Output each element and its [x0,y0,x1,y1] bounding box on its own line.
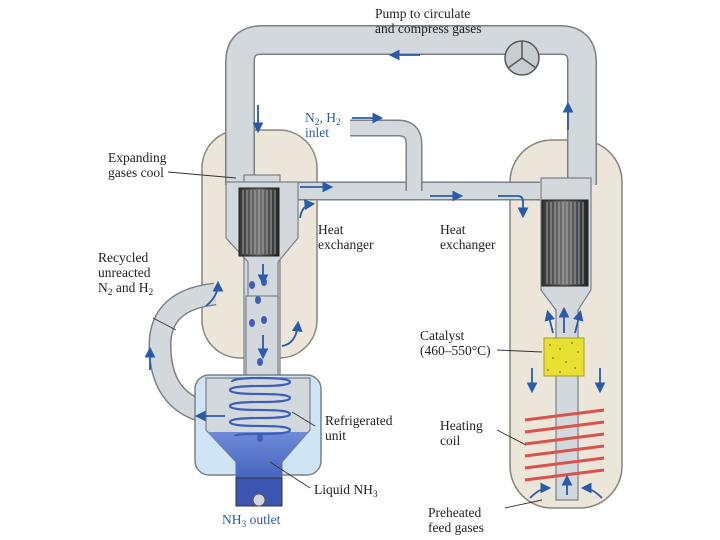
inlet-label: N2, H2 inlet [305,110,341,140]
label-leader-lines [152,171,543,509]
left-heat-exchanger [238,187,280,257]
preheated-feed-label: Preheated feed gases [428,505,484,535]
pump-label: Pump to circulate and compress gases [375,6,482,36]
heating-coil-label: Heating coil [440,418,483,448]
catalyst-bed [543,337,585,377]
expanding-gases-label: Expanding gases cool [108,150,167,180]
condensate-droplets [249,278,267,442]
catalyst-label: Catalyst (460–550°C) [420,328,491,358]
top-circulation-pipe [225,25,597,185]
heat-exchanger-left-label: Heat exchanger [318,222,374,252]
flow-arrows [144,49,606,499]
recycle-pipe [148,282,217,424]
liquid-ammonia-label: Liquid NH3 [314,482,378,500]
ammonia-outlet-label: NH3 outlet [222,512,281,530]
recycled-gases-label: Recycled unreacted N2 and H2 [98,250,154,298]
inlet-pipe [350,119,423,191]
heat-exchanger-right-label: Heat exchanger [440,222,496,252]
refrigerated-unit-label: Refrigerated unit [325,413,393,443]
refrigeration-coil [228,376,292,438]
pump [504,40,540,76]
